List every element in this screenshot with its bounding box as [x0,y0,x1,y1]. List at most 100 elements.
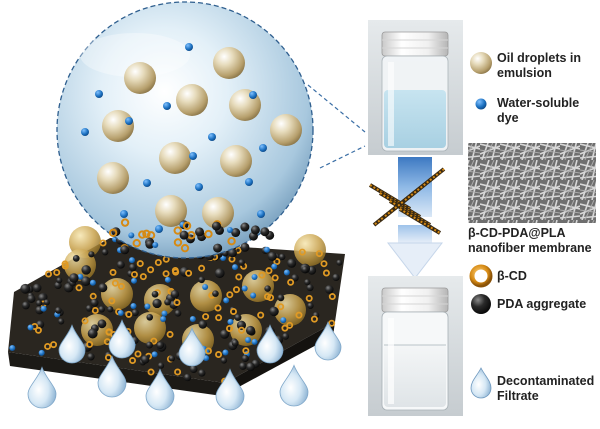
beta-cd-ring [89,292,97,300]
dye-molecule [251,338,258,345]
oil-droplet [176,84,208,116]
dye-molecule [222,349,229,356]
dye-molecule [245,178,253,186]
beta-cd-ring [125,310,133,318]
pda-particle [72,255,80,262]
beta-cd-ring [147,368,155,376]
dye-molecule [189,316,196,323]
emulsion-liquid [384,90,446,148]
dye-molecule [128,257,135,264]
oil-droplet [102,110,134,142]
pda-particle [228,248,237,258]
beta-cd-ring [174,368,182,376]
pda-particle [179,230,189,240]
dye-molecule [163,102,171,110]
beta-cd-ring [328,293,336,301]
beta-cd-ring [173,298,181,306]
beta-cd-ring [204,347,212,355]
mesh-fiber [398,207,442,235]
dye-molecule [131,277,138,284]
pda-particle [245,325,256,335]
beta-cd-ring [310,315,318,323]
pda-particle [324,285,334,294]
pda-particle [260,227,270,237]
dye-molecule [245,337,252,344]
pda-particle [250,225,260,235]
beta-cd-ring [109,268,117,276]
pda-particle [87,353,95,361]
pda-particle [287,258,297,268]
beta-cd-ring [215,351,223,359]
pda-particle [278,253,286,261]
legend-filtrate-label-line2: Filtrate [497,389,539,403]
beta-cd-ring [322,269,330,277]
dye-molecule [160,316,167,323]
water-drop [58,324,86,364]
dye-molecule [125,117,133,125]
dye-molecule [259,144,267,152]
beta-cd-ring [242,347,250,355]
beta-cd-ring [150,337,158,345]
dye-molecule [263,246,270,253]
pda-particle [152,298,162,309]
beta-cd-ring [139,273,147,281]
beta-cd-ring [130,271,138,279]
beta-cd-ring [226,291,234,299]
pda-particle [36,320,45,329]
pda-particle [307,302,314,309]
beta-cd-ring [111,279,119,287]
beta-cd-ring [99,239,107,247]
pda-particle [116,260,125,269]
dye-molecule [151,351,158,358]
pda-aggregate-icon [471,294,491,314]
beta-cd-ring [315,250,323,258]
oil-droplet [155,195,187,227]
pda-particle [219,329,230,339]
pda-particle [304,279,311,286]
oil-droplet [124,62,156,94]
pda-particle [231,228,241,238]
pda-particle [90,298,99,307]
beta-cd-ring [235,273,243,281]
pda-particle [269,306,279,317]
pda-particle [264,285,271,292]
pda-particle [238,259,245,266]
beta-cd-ring [120,218,130,227]
pda-particle [151,290,159,298]
beta-cd-ring [166,330,174,338]
beta-cd-ring [328,319,336,327]
water-drop [178,327,206,367]
beta-cd-ring [138,230,147,239]
pda-particle [87,328,98,339]
zoom-line-bottom [319,145,366,169]
dye-molecule [161,310,168,317]
pda-particle [131,309,139,317]
pda-particle [198,369,206,377]
beta-cd-ring [136,260,144,268]
pda-particle [168,355,176,362]
beta-cd-ring [182,221,192,230]
beta-cd-ring [129,357,137,365]
pda-particle [107,306,114,313]
dye-molecule [241,285,248,292]
zoom-line-top [307,84,366,133]
bubble-oil-droplets [97,47,302,229]
dye-molecule [249,91,257,99]
pda-particle [174,309,182,317]
water-drop [27,366,57,409]
legend-dye-label-line2: dye [497,111,519,125]
beta-cd-ring [173,238,183,247]
beta-cd-ring [320,260,328,268]
beta-cd-ring [34,326,42,334]
membrane-label-line1: β-CD-PDA@PLA [468,226,566,240]
pda-particle [170,290,180,299]
dye-molecule [189,152,197,160]
sem-image [468,143,596,223]
pda-particle [164,298,171,306]
beta-cd-ring [215,314,223,322]
beta-cd-ring [238,326,246,334]
pda-particle [80,276,91,287]
dye-molecule [117,310,124,317]
pda-particle [54,281,62,290]
